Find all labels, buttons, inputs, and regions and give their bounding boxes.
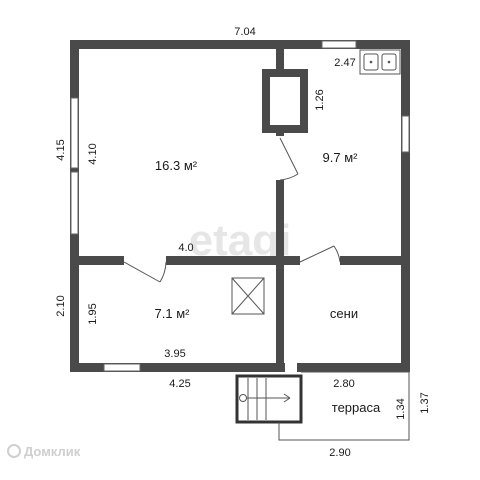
dim-left-outer-height: 4.15: [55, 139, 67, 160]
door-gap-entry-bottom: [285, 363, 297, 372]
dim-lower-inner-width: 3.95: [164, 348, 185, 360]
dim-left-inner-height: 4.10: [87, 143, 99, 164]
wall-middle-horizontal: [70, 256, 410, 265]
dim-terrace-outer-height: 1.37: [419, 392, 431, 413]
dim-lower-outer-height: 2.10: [55, 295, 67, 316]
door-gap-small-room: [124, 256, 166, 265]
dim-lower-inner-height: 1.95: [87, 303, 99, 324]
kitchen-area: 9.7 м²: [323, 150, 359, 165]
window-right-kitchen: [401, 115, 410, 153]
door-swings: [123, 137, 341, 283]
main-room-area: 16.3 м²: [155, 158, 198, 173]
sink-basin-left: [363, 53, 379, 71]
windows: [70, 40, 410, 372]
door-gap-entry-top: [300, 256, 340, 265]
door-swing-small-room: [123, 261, 167, 283]
walls: [70, 40, 410, 372]
sink-basin-right: [381, 53, 397, 71]
stair-arrow-icon: [283, 393, 291, 403]
window-left-mid: [70, 171, 79, 235]
room-labels: 16.3 м² 9.7 м² 7.1 м² сени терраса: [155, 150, 381, 415]
dim-terrace-width-top: 2.80: [333, 378, 354, 390]
wall-right-upper: [401, 40, 410, 370]
window-left-top: [70, 97, 79, 169]
dim-lower-outer-width: 4.25: [169, 378, 190, 390]
brand-text: Домклик: [24, 444, 81, 459]
door-swing-kitchen: [279, 137, 299, 181]
entry-label: сени: [330, 306, 358, 321]
door-gap-kitchen: [276, 136, 284, 180]
brand-logo: Домклик: [7, 444, 81, 459]
terrace-label: терраса: [332, 400, 381, 415]
wall-bottom-left: [70, 363, 285, 372]
dim-chimney-height: 1.26: [314, 89, 326, 110]
small-room-area: 7.1 м²: [155, 306, 191, 321]
dim-top-room-width: 4.0: [178, 242, 193, 254]
sink: [359, 49, 401, 75]
dim-terrace-width-bottom: 2.90: [329, 447, 350, 459]
terrace-border: [278, 371, 410, 441]
wall-center-vertical: [276, 40, 284, 372]
hatch-frame: [231, 277, 265, 315]
brand-logo-icon: [7, 444, 21, 458]
stairs: [235, 374, 303, 424]
stove: [262, 69, 308, 133]
dim-kitchen-width: 2.47: [334, 57, 355, 69]
dim-terrace-inner-height: 1.34: [395, 398, 407, 419]
window-top-kitchen: [321, 40, 357, 49]
sink-tap-left: [369, 60, 373, 64]
door-swing-entry: [299, 245, 341, 263]
hatch-diagonal-b: [231, 277, 265, 315]
sink-tap-right: [387, 60, 391, 64]
door-openings: [124, 136, 340, 372]
stove-inner: [270, 77, 300, 125]
ceiling-hatch: [231, 277, 265, 315]
dim-top-width: 7.04: [234, 26, 255, 38]
wall-bottom-right: [297, 363, 410, 372]
terrace: [278, 371, 410, 441]
window-bottom-small-room: [103, 363, 141, 372]
dimension-labels: 7.04 4.15 4.10 4.0 1.26 2.47 2.10 1.95 3…: [55, 26, 431, 459]
sink-body: [359, 49, 401, 75]
wall-top: [70, 40, 410, 49]
